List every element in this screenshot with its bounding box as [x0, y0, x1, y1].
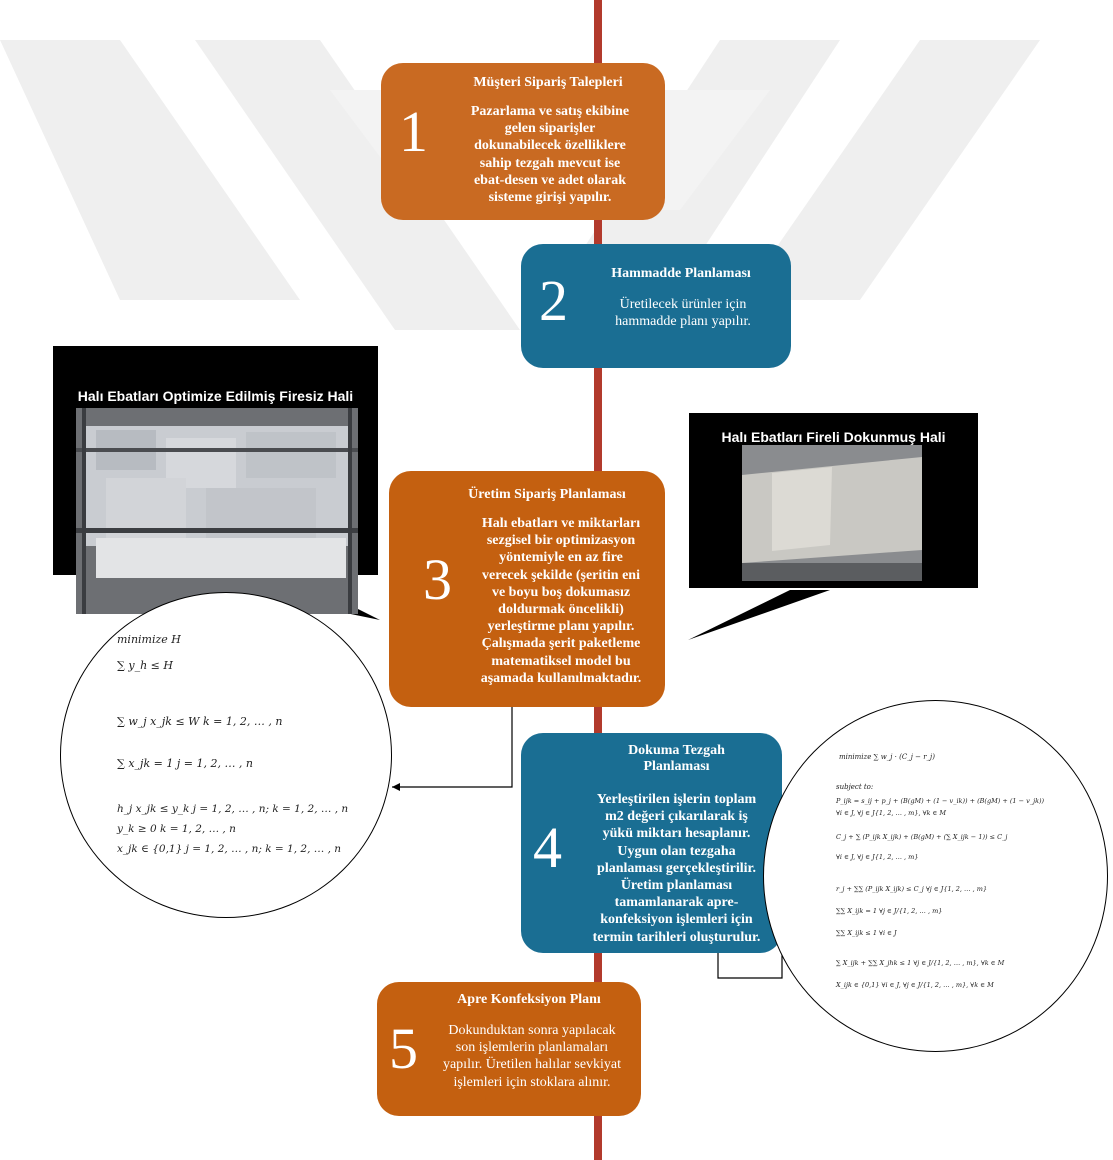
step-title: Hammadde Planlaması: [611, 266, 751, 281]
step-line: işlemleri için stoklara alınır.: [453, 1074, 611, 1090]
step-5-box: 5 Apre Konfeksiyon Planı Dokunduktan son…: [377, 982, 641, 1116]
step-title-line: Dokuma Tezgah: [628, 743, 725, 758]
step-line: tamamlanarak apre-: [614, 895, 739, 911]
step-number: 4: [533, 815, 562, 880]
step-line: yapılır. Üretilen halılar sevkiyat: [442, 1057, 622, 1073]
model-line: subject to:: [836, 783, 874, 791]
strip-packing-model: minimize H ∑ y_h ≤ H ∑ w_j x_jk ≤ W k = …: [60, 592, 392, 918]
model-line: minimize H: [117, 633, 181, 646]
step-line: sahip tezgah mevcut ise: [479, 155, 621, 171]
model-line: ∑ y_h ≤ H: [117, 659, 173, 672]
step-title: Müşteri Sipariş Talepleri: [473, 75, 623, 90]
step-1-box: 1 Müşteri Sipariş Talepleri Pazarlama ve…: [381, 63, 665, 220]
step-line: Üretilecek ürünler için: [619, 297, 747, 312]
photo-caption: Halı Ebatları Optimize Edilmiş Firesiz H…: [77, 388, 354, 404]
model-line: ∑ X_ijk + ∑∑ X_jhk ≤ 1 ∀j ∈ J/{1, 2, … ,…: [836, 959, 1005, 967]
step-line: yükü miktarı hesaplanır.: [602, 826, 751, 842]
step-line: dokunabilecek özelliklere: [474, 138, 626, 154]
step-line: verecek şekilde (şeritin eni: [482, 567, 640, 583]
step-line: Uygun olan tezgaha: [617, 843, 736, 859]
step-line: doldurmak öncelikli): [498, 602, 624, 618]
step-text: Yerleştirilen işlerin toplam m2 değeri ç…: [571, 791, 782, 946]
step-4-box: 4 Dokuma Tezgah Planlaması Yerleştirilen…: [521, 733, 782, 953]
step-2-box: 2 Hammadde Planlaması Üretilecek ürünler…: [521, 244, 791, 368]
loom-photo-image: [76, 408, 358, 614]
model-line: X_ijk ∈ {0,1} ∀i ∈ J, ∀j ∈ J/{1, 2, … , …: [836, 981, 994, 989]
model-line: x_jk ∈ {0,1} j = 1, 2, … , n; k = 1, 2, …: [117, 843, 342, 855]
photo-caption: Halı Ebatları Fireli Dokunmuş Hali: [721, 429, 946, 445]
photo-optimized: Halı Ebatları Optimize Edilmiş Firesiz H…: [53, 346, 378, 614]
step-line: m2 değeri çıkarılarak iş: [605, 809, 748, 825]
step-title: Apre Konfeksiyon Planı: [457, 992, 601, 1007]
step-line: matematiksel model bu: [491, 653, 631, 669]
step-line: Üretim planlaması: [620, 878, 733, 894]
model-line: minimize ∑ w_j · (C_j − r_j): [839, 753, 935, 761]
step-number: 1: [399, 99, 428, 164]
step-line: ebat-desen ve adet olarak: [473, 172, 627, 188]
step-text: Halı ebatları ve miktarları sezgisel bir…: [461, 515, 661, 687]
step-text: Dokunduktan sonra yapılacak son işlemler…: [425, 1022, 639, 1091]
step-line: termin tarihleri oluşturulur.: [592, 929, 761, 945]
step-line: yöntemiyle en az fire: [499, 550, 623, 566]
step-title: Dokuma Tezgah Planlaması: [571, 743, 782, 775]
step-line: hammadde planı yapılır.: [615, 314, 751, 330]
step-number: 5: [389, 1016, 418, 1081]
step-number: 3: [423, 547, 452, 612]
step-line: planlaması gerçekleştirilir.: [597, 860, 756, 876]
step-line: Yerleştirilen işlerin toplam: [596, 792, 757, 807]
step-line: konfeksiyon işlemleri için: [600, 912, 753, 928]
model-line: ∀i ∈ J, ∀j ∈ J{1, 2, … , m}, ∀k ∈ M: [836, 809, 947, 817]
step-line: Dokunduktan sonra yapılacak: [448, 1023, 616, 1038]
model-line: y_k ≥ 0 k = 1, 2, … , n: [117, 823, 236, 835]
model-line: ∑∑ X_ijk ≤ 1 ∀i ∈ J: [836, 929, 897, 937]
photo-waste: Halı Ebatları Fireli Dokunmuş Hali: [689, 413, 978, 588]
step-line: son işlemlerin planlamaları: [455, 1040, 609, 1056]
step-line: sisteme girişi yapılır.: [488, 190, 612, 206]
model-line: h_j x_jk ≤ y_k j = 1, 2, … , n; k = 1, 2…: [117, 803, 349, 815]
step-line: ve boyu boş dokumasız: [491, 584, 631, 600]
model-line: P_ijk = s_ij + p_j + (B(gM) + (1 − v_ik)…: [836, 797, 1045, 805]
step-title: Üretim Sipariş Planlaması: [468, 487, 626, 502]
step-line: gelen siparişler: [504, 121, 596, 137]
model-line: ∑ x_jk = 1 j = 1, 2, … , n: [117, 757, 254, 770]
model-line: C_j + ∑ (P_ijk X_ijk) + (B(gM) + (∑ X_ij…: [836, 833, 1008, 841]
fabric-photo-image: [742, 445, 922, 581]
step-line: Çalışmada şerit paketleme: [481, 636, 641, 652]
step-line: Halı ebatları ve miktarları: [481, 516, 641, 531]
step-title-line: Planlaması: [643, 759, 710, 774]
model-line: r_j + ∑∑ (P_ijk X_ijk) ≤ C_j ∀j ∈ J{1, 2…: [836, 885, 988, 893]
step-text: Pazarlama ve satış ekibine gelen sipariş…: [441, 103, 659, 206]
step-number: 2: [539, 268, 568, 333]
model-line: ∑ w_j x_jk ≤ W k = 1, 2, … , n: [117, 715, 283, 728]
step-line: sezgisel bir optimizasyon: [486, 533, 636, 549]
step-text: Üretilecek ürünler için hammadde planı y…: [581, 296, 785, 330]
step-line: yerleştirme planı yapılır.: [487, 619, 635, 635]
model-line: ∑∑ X_ijk = 1 ∀j ∈ J/{1, 2, … , m}: [836, 907, 943, 915]
step-line: aşamada kullanılmaktadır.: [480, 670, 642, 686]
model-line: ∀i ∈ J, ∀j ∈ J{1, 2, … , m}: [836, 853, 919, 861]
step-3-box: 3 Üretim Sipariş Planlaması Halı ebatlar…: [389, 471, 665, 707]
loom-scheduling-model: minimize ∑ w_j · (C_j − r_j) subject to:…: [763, 700, 1108, 1052]
step-line: Pazarlama ve satış ekibine: [470, 104, 630, 119]
